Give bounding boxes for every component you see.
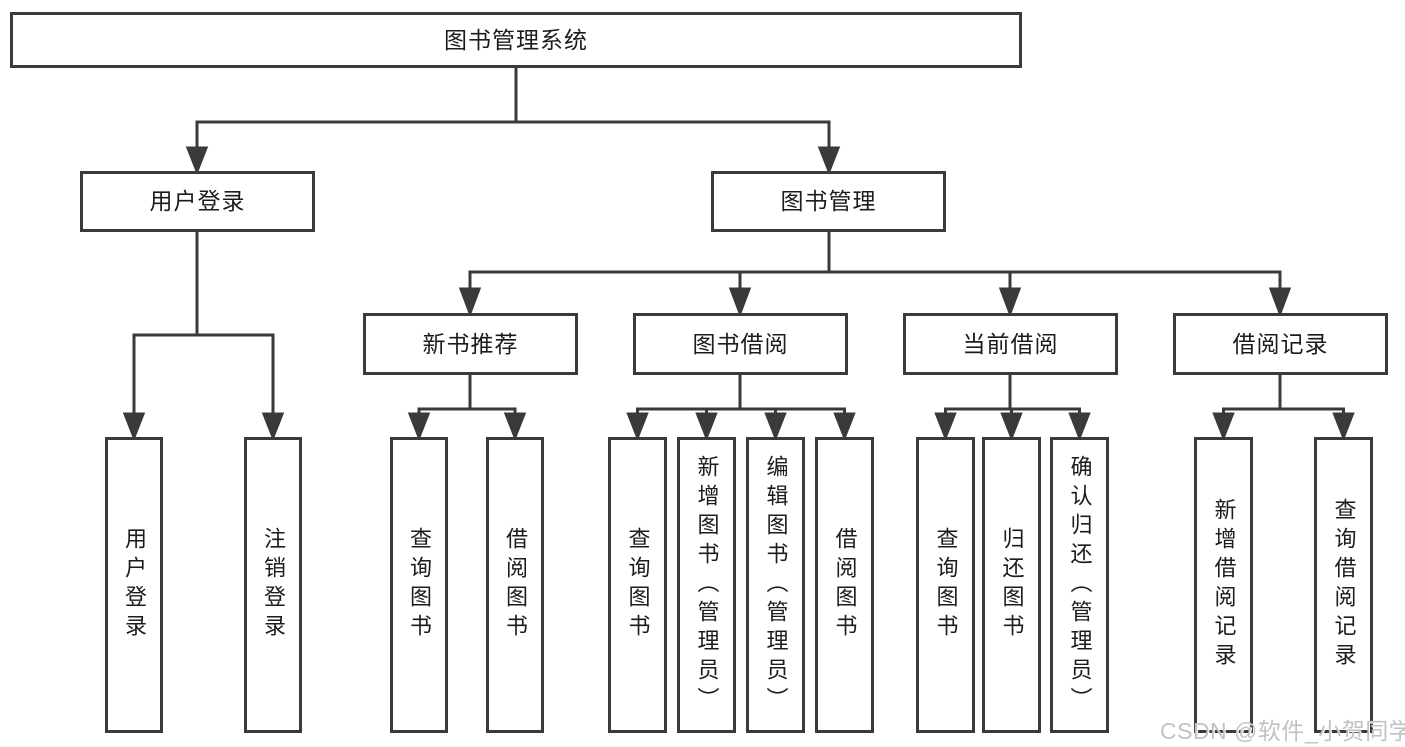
arrowhead <box>458 287 482 318</box>
arrowhead <box>407 412 431 442</box>
edges-book-borrow-to-leaves <box>626 373 856 442</box>
leaf-borrow-books-1-label: 借阅图书 <box>503 527 528 643</box>
leaf-borrow-books-1: 借阅图书 <box>486 437 544 733</box>
leaf-query-books-2-label: 查询图书 <box>625 527 651 643</box>
node-root: 图书管理系统 <box>10 12 1022 68</box>
leaf-query-borrow-record-label: 查询借阅记录 <box>1331 498 1357 672</box>
arrowhead <box>1000 412 1023 442</box>
arrowhead <box>122 412 146 442</box>
node-borrow-records: 借阅记录 <box>1173 313 1388 375</box>
node-current-borrow: 当前借阅 <box>903 313 1118 375</box>
leaf-edit-book-admin-label: 编辑图书（管理员） <box>763 454 789 716</box>
arrowhead <box>626 412 649 442</box>
leaf-query-books-1: 查询图书 <box>390 437 448 733</box>
leaf-return-book-label: 归还图书 <box>999 527 1025 643</box>
edges-book-management-to-level3 <box>458 230 1292 318</box>
edges-user-login-to-leaves <box>122 230 285 442</box>
node-book-management-label: 图书管理 <box>780 188 877 214</box>
leaf-query-books-3-label: 查询图书 <box>933 527 959 643</box>
leaf-add-borrow-record: 新增借阅记录 <box>1194 437 1253 733</box>
arrowhead <box>261 412 285 442</box>
node-new-book-recommend: 新书推荐 <box>363 313 578 375</box>
arrowhead <box>1332 412 1355 442</box>
node-user-login-label: 用户登录 <box>149 188 246 214</box>
node-current-borrow-label: 当前借阅 <box>962 330 1059 357</box>
node-user-login: 用户登录 <box>80 171 315 232</box>
arrowhead <box>728 287 752 318</box>
node-book-borrow-label: 图书借阅 <box>692 330 789 357</box>
csdn-watermark: CSDN @软件_小贺同学 <box>1160 718 1405 744</box>
arrowhead <box>503 412 527 442</box>
leaf-user-login-label: 用户登录 <box>122 527 147 643</box>
edges-borrow-records-to-leaves <box>1212 373 1355 442</box>
arrowhead <box>833 412 856 442</box>
node-book-management: 图书管理 <box>711 171 946 232</box>
leaf-return-book: 归还图书 <box>982 437 1041 733</box>
node-new-book-recommend-label: 新书推荐 <box>422 330 519 357</box>
leaf-query-borrow-record: 查询借阅记录 <box>1314 437 1373 733</box>
leaf-add-borrow-record-label: 新增借阅记录 <box>1211 498 1237 672</box>
arrowhead <box>695 412 718 442</box>
arrowhead <box>1212 412 1235 442</box>
leaf-add-book-admin: 新增图书（管理员） <box>677 437 736 733</box>
leaf-borrow-books-2-label: 借阅图书 <box>832 527 858 643</box>
leaf-logout-login-label: 注销登录 <box>261 527 286 643</box>
arrowhead <box>934 412 957 442</box>
leaf-edit-book-admin: 编辑图书（管理员） <box>746 437 805 733</box>
node-book-borrow: 图书借阅 <box>633 313 848 375</box>
edges-current-borrow-to-leaves <box>934 373 1091 442</box>
node-borrow-records-label: 借阅记录 <box>1232 330 1329 357</box>
node-root-label: 图书管理系统 <box>444 26 588 53</box>
leaf-query-books-2: 查询图书 <box>608 437 667 733</box>
leaf-query-books-3: 查询图书 <box>916 437 975 733</box>
edges-new-book-recommend-to-leaves <box>407 373 527 442</box>
arrowhead <box>764 412 787 442</box>
leaf-user-login: 用户登录 <box>105 437 163 733</box>
arrowhead <box>1068 412 1091 442</box>
leaf-confirm-return-admin: 确认归还（管理员） <box>1050 437 1109 733</box>
leaf-query-books-1-label: 查询图书 <box>407 527 432 643</box>
leaf-add-book-admin-label: 新增图书（管理员） <box>694 454 720 716</box>
arrowhead <box>185 146 209 176</box>
leaf-confirm-return-admin-label: 确认归还（管理员） <box>1067 454 1093 716</box>
leaf-logout-login: 注销登录 <box>244 437 302 733</box>
leaf-borrow-books-2: 借阅图书 <box>815 437 874 733</box>
edges-root-to-level2 <box>185 66 841 176</box>
arrowhead <box>998 287 1022 318</box>
arrowhead <box>817 146 841 176</box>
arrowhead <box>1268 287 1292 318</box>
